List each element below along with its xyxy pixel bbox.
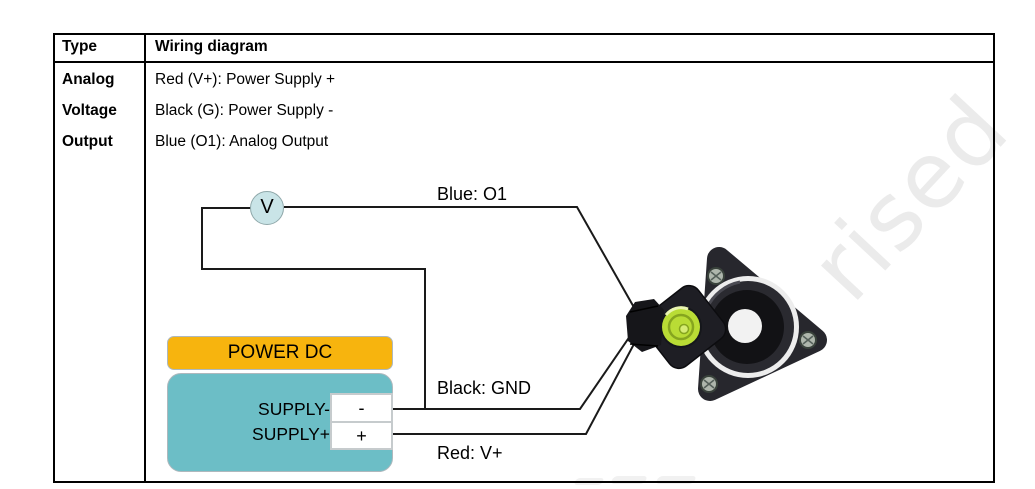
- terminal-plus: +: [356, 426, 367, 446]
- terminal-block: - +: [330, 393, 393, 450]
- type-line: Voltage: [62, 102, 117, 119]
- power-dc-box: POWER DC: [167, 336, 393, 370]
- type-cell: Analog Voltage Output: [62, 64, 117, 157]
- wiring-description: Red (V+): Power Supply + Black (G): Powe…: [155, 64, 335, 157]
- type-line: Analog: [62, 71, 115, 88]
- table-column-divider: [144, 33, 146, 483]
- header-wiring-diagram: Wiring diagram: [155, 38, 268, 55]
- power-supply-body: [167, 373, 393, 472]
- table-header-divider: [53, 61, 995, 63]
- sensor-screw-bottom: [700, 375, 718, 393]
- black-ground-wire: [393, 322, 640, 410]
- sensor-bubble-level: [660, 306, 702, 348]
- sensor-dome-window: [728, 309, 762, 343]
- wiring-line-blue: Blue (O1): Analog Output: [155, 133, 329, 150]
- supply-plus-label: SUPPLY+: [252, 424, 330, 444]
- type-line: Output: [62, 133, 113, 150]
- voltmeter-ground-wire: [201, 207, 426, 409]
- supply-minus-label: SUPPLY-: [258, 399, 330, 419]
- voltmeter-icon: V: [250, 191, 284, 225]
- red-supply-wire: [393, 328, 643, 435]
- blue-wire-label: Blue: O1: [437, 184, 508, 204]
- supply-terminal-labels: SUPPLY- SUPPLY+: [180, 397, 330, 447]
- wiring-line-black: Black (G): Power Supply -: [155, 102, 334, 119]
- terminal-minus: -: [332, 395, 391, 423]
- header-type: Type: [62, 38, 98, 55]
- black-wire-label: Black: GND: [437, 378, 532, 398]
- blue-signal-wire: [284, 206, 641, 319]
- connector-ridge: [629, 305, 659, 313]
- red-wire-label: Red: V+: [437, 443, 503, 463]
- wiring-line-red: Red (V+): Power Supply +: [155, 71, 336, 88]
- sensor-screw-right: [799, 331, 817, 349]
- connector-ridge: [629, 343, 659, 347]
- sensor-cable-connector: [626, 299, 664, 352]
- sensor-screw-top: [707, 267, 725, 285]
- solar-sensor-image: [626, 247, 827, 401]
